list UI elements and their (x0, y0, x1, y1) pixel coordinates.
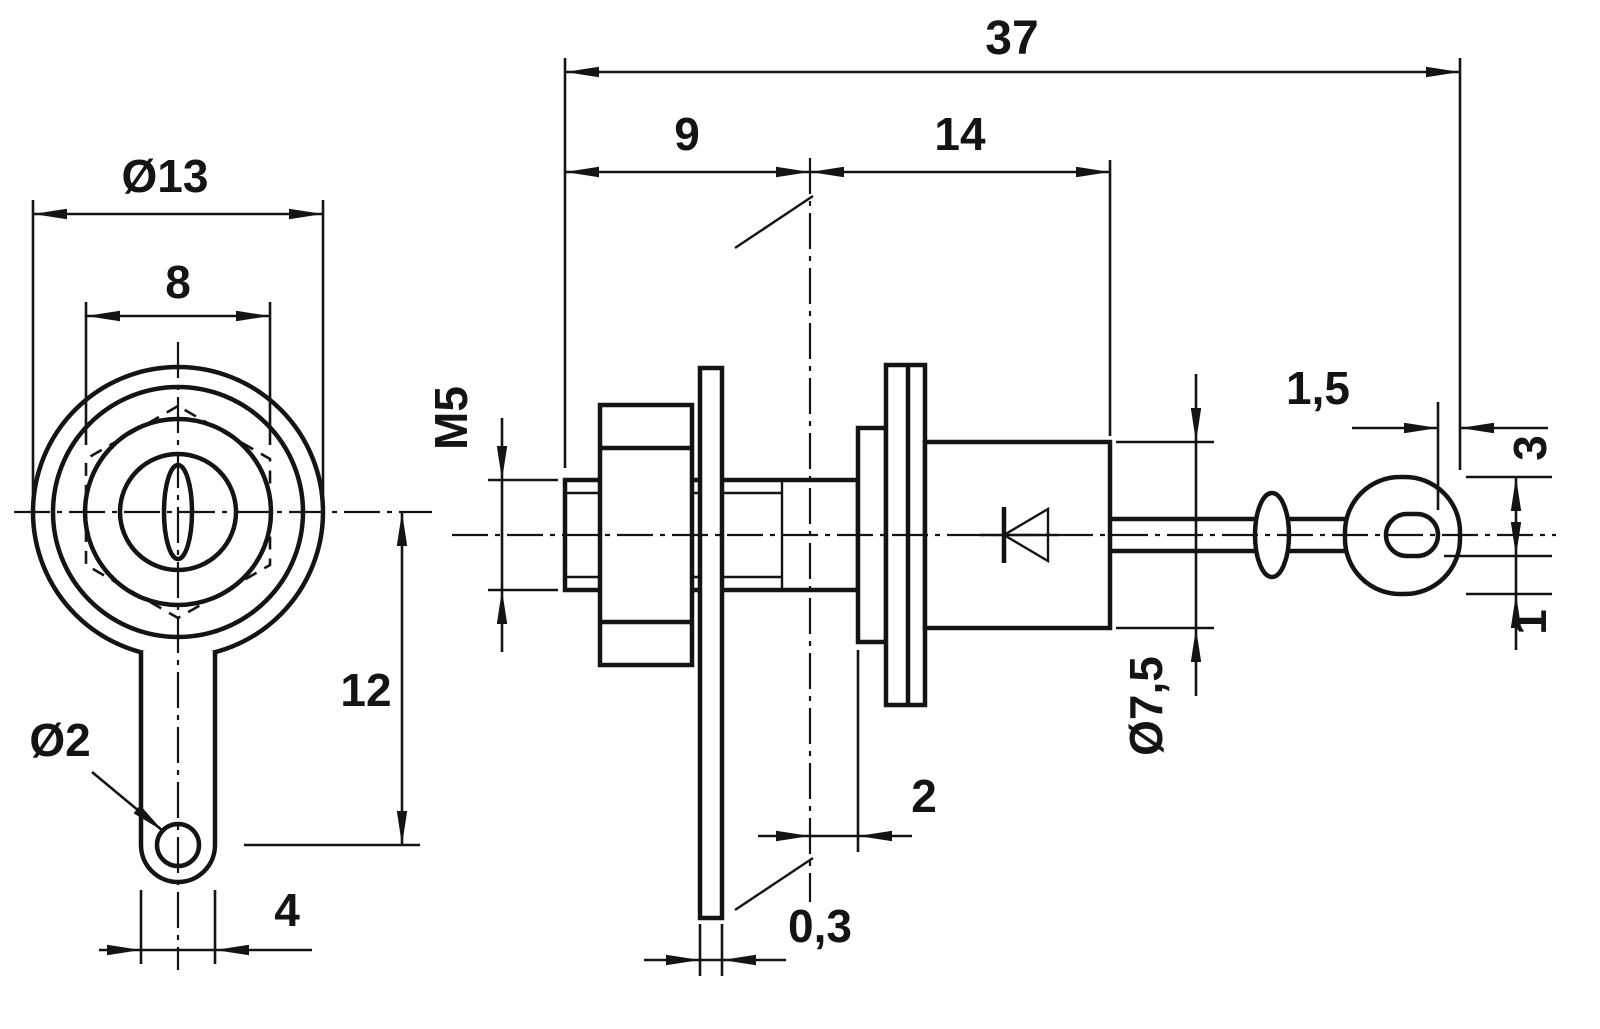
dim-flat-width: 8 (84, 256, 272, 445)
dim-lug-width-label: 4 (274, 884, 300, 936)
dim-terminal-slot: 1 (1466, 556, 1556, 650)
dim-lug-thickness: 0,3 (644, 900, 852, 976)
dim-body-dia-label: Ø7,5 (1120, 656, 1172, 756)
dim-overall-length: 37 (563, 12, 1462, 470)
panel-plane-slash-bottom (734, 857, 814, 911)
dim-body-length: 14 (810, 108, 1112, 436)
dim-front-length-label: 9 (674, 108, 700, 160)
dim-terminal-eye: 3 (1444, 435, 1556, 558)
side-solder-lug (697, 365, 725, 921)
dim-lug-width: 4 (99, 884, 312, 964)
dim-front-length: 9 (565, 108, 810, 178)
dim-terminal-end-margin: 1,5 (1286, 362, 1548, 510)
dim-panel-gap: 2 (758, 650, 937, 852)
dim-overall-length-label: 37 (985, 12, 1038, 65)
dim-flat-width-label: 8 (165, 256, 191, 308)
side-view (562, 362, 1463, 921)
dim-panel-gap-label: 2 (911, 770, 937, 822)
dim-lug-hole-offset-label: 12 (340, 664, 391, 716)
dim-hole-dia-label: Ø2 (29, 714, 90, 766)
dim-terminal-eye-label: 3 (1504, 435, 1556, 461)
dim-body-length-label: 14 (934, 108, 986, 160)
dim-outer-dia: Ø13 (31, 150, 325, 495)
dim-lug-hole-offset: 12 (244, 512, 420, 847)
centerlines (14, 158, 1556, 970)
dim-terminal-end-margin-label: 1,5 (1286, 362, 1350, 414)
dim-lug-thickness-label: 0,3 (788, 900, 852, 952)
dim-body-dia: Ø7,5 (1116, 374, 1214, 756)
dim-hole-dia: Ø2 (29, 714, 164, 832)
dim-terminal-slot-label: 1 (1504, 609, 1556, 635)
dim-thread-label: M5 (425, 386, 477, 450)
panel-plane-slash-top (734, 195, 814, 249)
dim-outer-dia-label: Ø13 (122, 150, 209, 202)
dim-thread: M5 (425, 386, 558, 652)
